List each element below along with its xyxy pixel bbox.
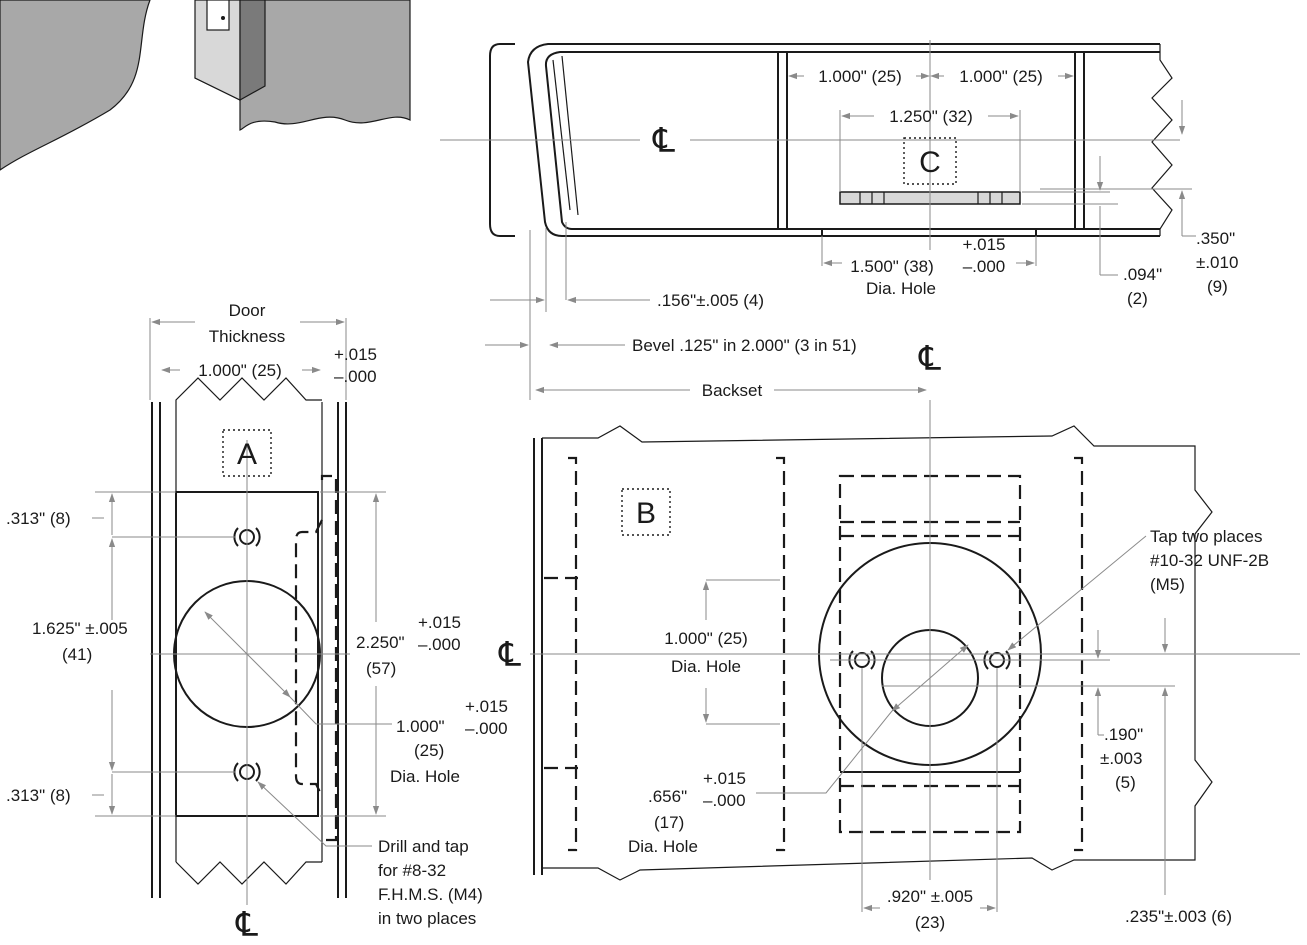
view-b-dim-1000-b: Dia. Hole	[671, 657, 741, 676]
view-a-dim-1000-hole-tol-minus: –.000	[465, 719, 508, 738]
view-a-tol-plus: +.015	[334, 345, 377, 364]
view-a-drill-3: F.H.M.S. (M4)	[378, 885, 483, 904]
view-c-dim-350-b: ±.010	[1196, 253, 1238, 272]
view-a-door-line2: Thickness	[209, 327, 286, 346]
view-a-drill-4: in two places	[378, 909, 476, 928]
view-c-centerline-symbol: ℄	[652, 122, 675, 160]
view-b-dim-190-c: (5)	[1115, 773, 1136, 792]
view-a-drill-2: for #8-32	[378, 861, 446, 880]
view-a-dim-2250-tol-plus: +.015	[418, 613, 461, 632]
view-a-dim-1000: 1.000" (25)	[198, 361, 282, 380]
view-a-door-line1: Door	[229, 301, 266, 320]
view-c-dim-094-a: .094"	[1123, 265, 1162, 284]
view-a-dim-1000-hole-a: 1.000"	[396, 717, 445, 736]
view-c-dim-1000-right: 1.000" (25)	[959, 67, 1043, 86]
view-b-dim-656-tol-plus: +.015	[703, 769, 746, 788]
view-b-dim-656-a: .656"	[648, 787, 687, 806]
view-a-dim-1000-hole-b: (25)	[414, 741, 444, 760]
view-a-dim-1000-hole-tol-plus: +.015	[465, 697, 508, 716]
view-b-dim-920-b: (23)	[915, 913, 945, 932]
view-a-door-edge: A ℄ Door Thickness 1.000" (25) +.015 –.0…	[6, 301, 508, 944]
view-c-bevel: Bevel .125" in 2.000" (3 in 51)	[632, 336, 857, 355]
view-a-drill-1: Drill and tap	[378, 837, 469, 856]
view-a-dim-313-top: .313" (8)	[6, 509, 71, 528]
view-a-dim-2250-tol-minus: –.000	[418, 635, 461, 654]
view-c-centerline-symbol-2: ℄	[918, 340, 941, 378]
view-a-tol-minus: –.000	[334, 367, 377, 386]
view-b-dim-190-b: ±.003	[1100, 749, 1142, 768]
view-b-dim-656-c: Dia. Hole	[628, 837, 698, 856]
view-b-door-face: ℄ B 1.000" (25) Dia. Hole .656" +.015 –.…	[498, 400, 1300, 932]
view-b-dim-656-tol-minus: –.000	[703, 791, 746, 810]
view-c-dim-350-a: .350"	[1196, 229, 1235, 248]
view-a-dim-1625-a: 1.625" ±.005	[32, 619, 128, 638]
view-c-dim-156: .156"±.005 (4)	[657, 291, 764, 310]
view-c-tol-plus: +.015	[962, 235, 1005, 254]
view-c-backset: Backset	[702, 381, 763, 400]
view-a-dim-2250-a: 2.250"	[356, 633, 405, 652]
view-b-dim-1000-a: 1.000" (25)	[664, 629, 748, 648]
view-b-dim-190-a: .190"	[1104, 725, 1143, 744]
view-c-tol-minus: –.000	[963, 257, 1006, 276]
view-c-dim-350-c: (9)	[1207, 277, 1228, 296]
view-c-label: C	[919, 146, 941, 179]
view-b-label: B	[636, 497, 656, 530]
view-b-tap-3: (M5)	[1150, 575, 1185, 594]
view-c-dim-1500-hole: Dia. Hole	[866, 279, 936, 298]
view-b-tap-2: #10-32 UNF-2B	[1150, 551, 1269, 570]
view-a-centerline-symbol: ℄	[235, 906, 258, 944]
view-a-dim-2250-b: (57)	[366, 659, 396, 678]
door-illustration	[0, 0, 411, 171]
view-b-dim-920-a: .920" ±.005	[887, 887, 973, 906]
view-a-dim-1625-b: (41)	[62, 645, 92, 664]
view-c-dim-1250: 1.250" (32)	[889, 107, 973, 126]
view-c-edge-section: C ℄ 1.000" (25) 1.000" (25) 1.250" (32) …	[440, 40, 1238, 400]
view-c-dim-1000-left: 1.000" (25)	[818, 67, 902, 86]
view-b-dim-235: .235"±.003 (6)	[1125, 907, 1232, 926]
view-c-dim-094-b: (2)	[1127, 289, 1148, 308]
view-a-dim-1000-hole-c: Dia. Hole	[390, 767, 460, 786]
view-b-tap-1: Tap two places	[1150, 527, 1262, 546]
view-b-centerline-symbol: ℄	[498, 636, 521, 674]
view-c-dim-1500: 1.500" (38)	[850, 257, 934, 276]
view-a-label: A	[237, 438, 257, 471]
view-b-dim-656-b: (17)	[654, 813, 684, 832]
view-a-dim-313-bottom: .313" (8)	[6, 786, 71, 805]
